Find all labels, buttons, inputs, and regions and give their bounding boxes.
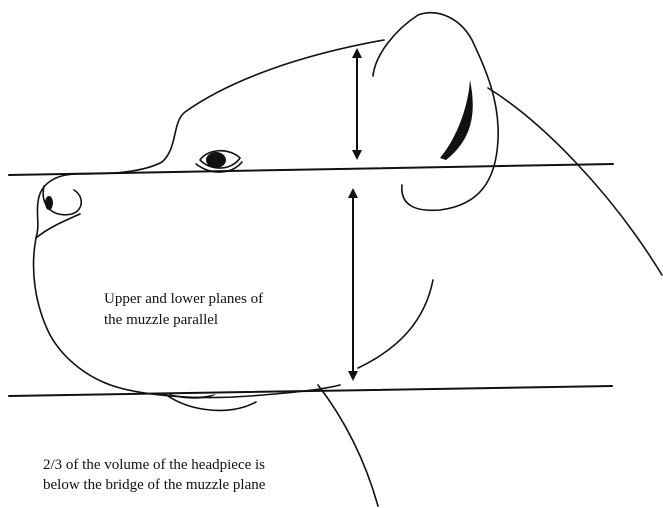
volume-caption-line-1: 2/3 of the volume of the headpiece is [43,455,265,475]
planes-parallel-caption-line-1: Upper and lower planes of [104,289,263,310]
ear-fold-shadow [440,80,473,160]
head-outline [34,40,384,398]
planes-parallel-caption-line-2: the muzzle parallel [104,310,263,331]
lower-plane-line [9,386,612,396]
neck-back-line [488,88,662,275]
planes-parallel-caption: Upper and lower planes of the muzzle par… [104,289,263,331]
volume-caption: 2/3 of the volume of the headpiece is be… [43,455,265,495]
nostril-shape [45,196,53,210]
cheek-curve [358,280,433,368]
neck-front-line [318,385,378,506]
upper-plane-line [9,164,613,175]
volume-caption-line-2: below the bridge of the muzzle plane [43,475,265,495]
ear-outline [373,13,498,211]
lip-line [36,214,80,238]
eye-pupil [206,152,226,168]
